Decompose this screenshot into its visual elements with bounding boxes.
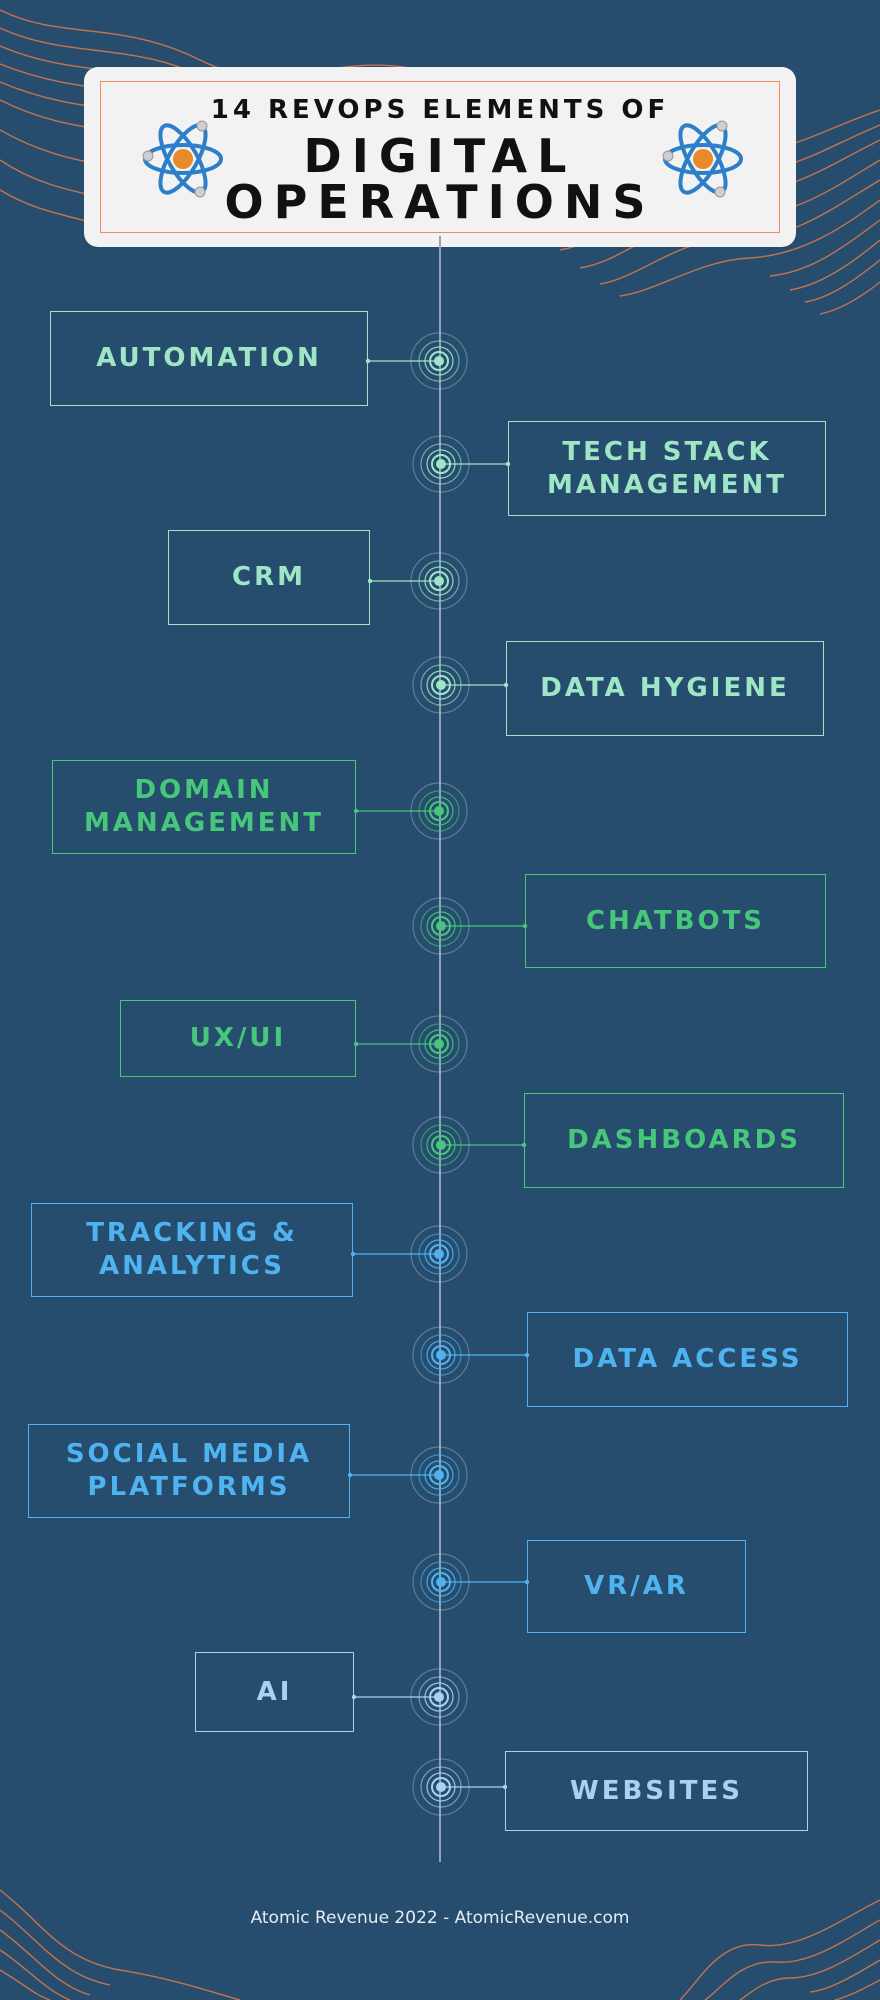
target-node-icon (410, 1225, 468, 1283)
atom-icon (662, 120, 743, 198)
connector-dot (505, 461, 511, 467)
element-label: AUTOMATION (96, 343, 322, 373)
header-title-line1: DIGITAL (303, 129, 577, 183)
element-label: SOCIAL MEDIA PLATFORMS (65, 1439, 313, 1502)
title-card-border (100, 81, 780, 233)
target-node-icon (410, 1446, 468, 1504)
target-node-icon (410, 332, 468, 390)
element-label: TECH STACK MANAGEMENT (546, 436, 788, 500)
element-box: SOCIAL MEDIA PLATFORMS (28, 1424, 350, 1518)
target-node-icon (412, 1553, 470, 1611)
element-label: TRACKING & ANALYTICS (86, 1218, 298, 1281)
target-node-icon (412, 1116, 470, 1174)
target-node-icon (412, 435, 470, 493)
target-node-icon (410, 1668, 468, 1726)
timeline-spine (439, 236, 441, 1862)
target-node-icon (410, 1015, 468, 1073)
element-label: VR/AR (584, 1571, 689, 1601)
connector-dot (353, 808, 359, 814)
connector-dot (353, 1041, 359, 1047)
element-label: DATA ACCESS (572, 1344, 803, 1374)
connector-dot (351, 1694, 357, 1700)
element-box: WEBSITES (505, 1751, 808, 1831)
element-label: UX/UI (189, 1023, 287, 1053)
target-node-icon (410, 782, 468, 840)
connector-dot (347, 1472, 353, 1478)
title-card: 14 REVOPS ELEMENTS OF DIGITAL OPERATIONS (84, 67, 796, 247)
element-box: AI (195, 1652, 354, 1732)
connector-dot (503, 682, 509, 688)
atom-icon (142, 120, 223, 198)
element-label: DASHBOARDS (567, 1125, 801, 1155)
element-label: DATA HYGIENE (540, 673, 790, 703)
target-node-icon (412, 1326, 470, 1384)
target-node-icon (412, 1758, 470, 1816)
element-box: DATA HYGIENE (506, 641, 824, 736)
element-label: DOMAIN MANAGEMENT (83, 775, 325, 838)
footer-credit: Atomic Revenue 2022 - AtomicRevenue.com (250, 1908, 630, 1928)
element-box: TRACKING & ANALYTICS (31, 1203, 353, 1297)
element-box: UX/UI (120, 1000, 356, 1077)
element-box: VR/AR (527, 1540, 746, 1633)
element-box: AUTOMATION (50, 311, 368, 406)
element-label: CHATBOTS (585, 905, 766, 936)
target-node-icon (412, 897, 470, 955)
element-box: DASHBOARDS (524, 1093, 844, 1188)
element-box: DOMAIN MANAGEMENT (52, 760, 356, 854)
element-box: CRM (168, 530, 370, 625)
element-label: CRM (232, 562, 306, 592)
connector-dot (350, 1251, 356, 1257)
element-label: WEBSITES (570, 1775, 743, 1806)
element-box: TECH STACK MANAGEMENT (508, 421, 826, 516)
connector-dot (502, 1784, 508, 1790)
connector-dot (367, 578, 373, 584)
connector-dot (365, 358, 371, 364)
element-box: CHATBOTS (525, 874, 826, 968)
element-label: AI (256, 1676, 293, 1707)
target-node-icon (410, 552, 468, 610)
target-node-icon (412, 656, 470, 714)
header-subtitle: 14 REVOPS ELEMENTS OF (210, 95, 670, 125)
element-box: DATA ACCESS (527, 1312, 848, 1407)
header-title-line2: OPERATIONS (224, 175, 656, 229)
